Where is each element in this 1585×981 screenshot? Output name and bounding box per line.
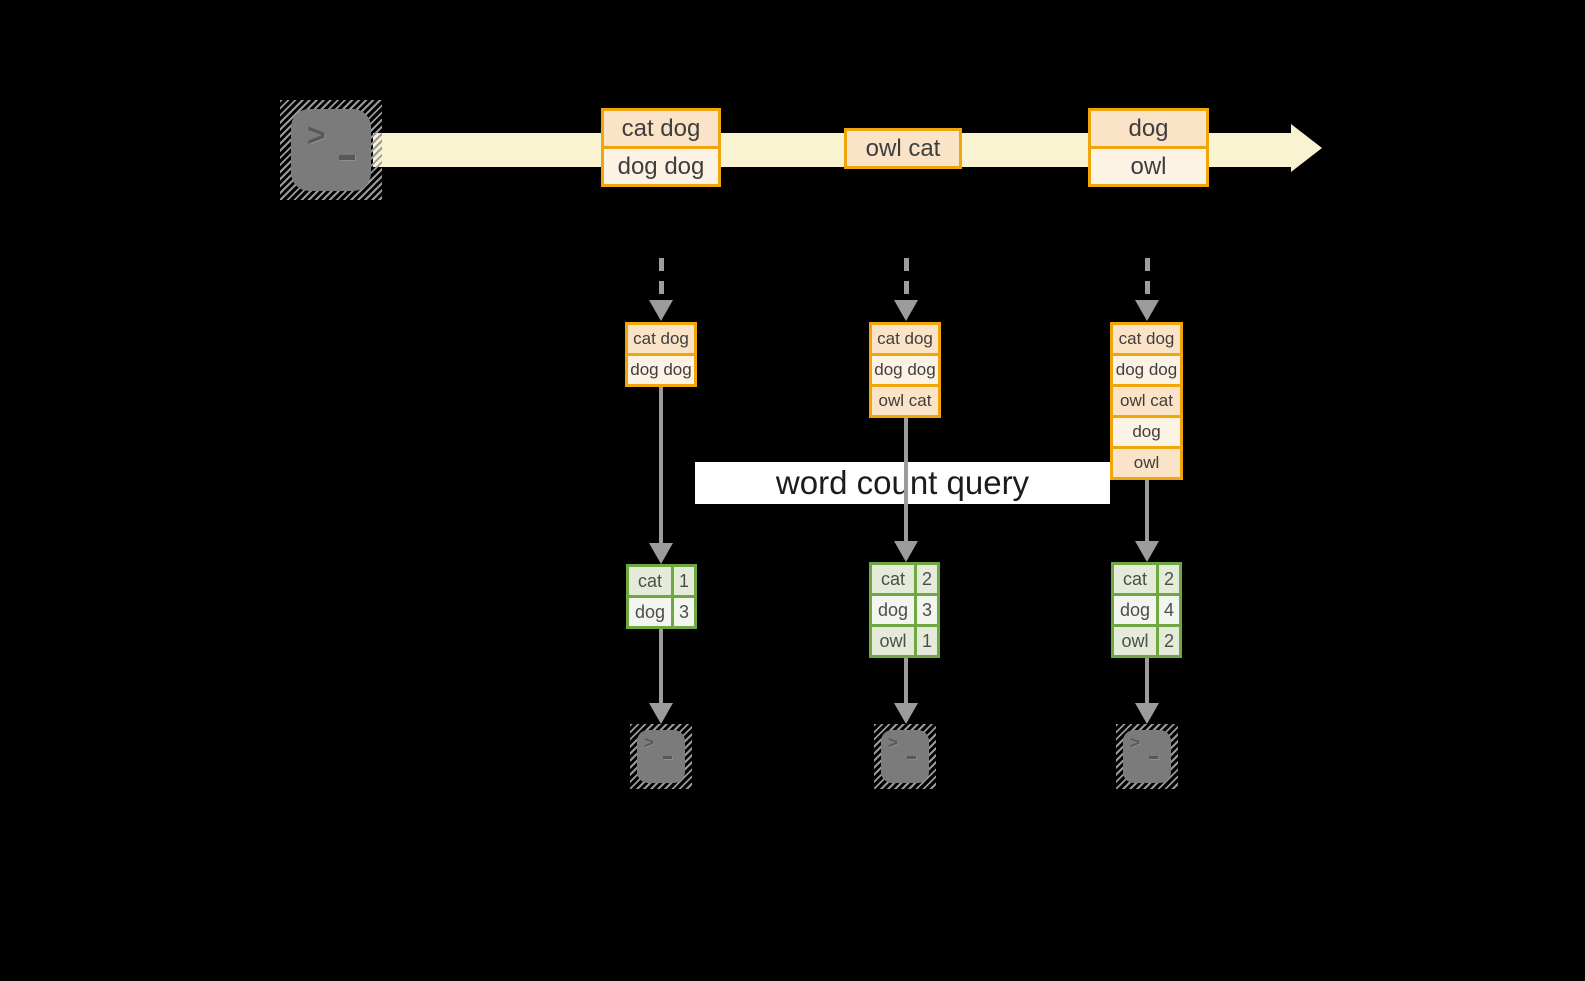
stream-record: owl cat <box>847 131 959 166</box>
count-value: 1 <box>674 567 694 595</box>
count-value: 2 <box>1159 565 1179 593</box>
prompt-cursor-icon <box>339 155 355 160</box>
stream-event-box-1: cat dog dog dog <box>601 108 721 187</box>
prompt-cursor-icon <box>907 756 916 759</box>
buffered-record: owl cat <box>872 387 938 415</box>
stream-record: owl <box>1091 149 1206 184</box>
buffered-record: dog dog <box>1113 356 1180 384</box>
buffered-record: cat dog <box>1113 325 1180 353</box>
buffered-records-2: cat dog dog dog owl cat <box>869 322 941 418</box>
count-value: 4 <box>1159 596 1179 624</box>
count-table-2: cat 2 dog 3 owl 1 <box>869 562 940 658</box>
stream-record: cat dog <box>604 111 718 146</box>
terminal-output-icon: > <box>874 724 936 789</box>
count-table-3: cat 2 dog 4 owl 2 <box>1111 562 1182 658</box>
query-banner: word count query <box>695 462 1110 504</box>
count-word: owl <box>872 627 914 655</box>
dashed-arrow-down-icon <box>649 258 673 321</box>
buffered-record: cat dog <box>872 325 938 353</box>
dashed-arrow-down-icon <box>1135 258 1159 321</box>
stream-event-box-2: owl cat <box>844 128 962 169</box>
arrow-down-icon <box>894 658 918 724</box>
count-value: 2 <box>917 565 937 593</box>
count-word: cat <box>1114 565 1156 593</box>
count-word: dog <box>872 596 914 624</box>
terminal-body: > <box>291 109 371 191</box>
buffered-record: dog <box>1113 418 1180 446</box>
stream-event-box-3: dog owl <box>1088 108 1209 187</box>
buffered-record: owl cat <box>1113 387 1180 415</box>
stream-record: dog dog <box>604 149 718 184</box>
terminal-output-icon: > <box>630 724 692 789</box>
terminal-body: > <box>881 730 929 783</box>
count-value: 2 <box>1159 627 1179 655</box>
arrow-down-icon <box>649 387 673 564</box>
buffered-records-1: cat dog dog dog <box>625 322 697 387</box>
prompt-cursor-icon <box>1149 756 1158 759</box>
prompt-chevron-icon: > <box>307 117 326 153</box>
terminal-source-icon: > <box>280 100 382 200</box>
dashed-arrow-down-icon <box>894 258 918 321</box>
count-value: 1 <box>917 627 937 655</box>
count-word: owl <box>1114 627 1156 655</box>
prompt-chevron-icon: > <box>1130 733 1140 752</box>
buffered-records-3: cat dog dog dog owl cat dog owl <box>1110 322 1183 480</box>
terminal-body: > <box>1123 730 1171 783</box>
count-word: dog <box>629 598 671 626</box>
buffered-record: cat dog <box>628 325 694 353</box>
buffered-record: owl <box>1113 449 1180 477</box>
count-word: dog <box>1114 596 1156 624</box>
count-word: cat <box>629 567 671 595</box>
arrow-down-icon <box>1135 480 1159 562</box>
arrow-down-icon <box>649 629 673 724</box>
stream-band-arrowhead-icon <box>1291 124 1322 172</box>
prompt-cursor-icon <box>663 756 672 759</box>
count-value: 3 <box>917 596 937 624</box>
terminal-output-icon: > <box>1116 724 1178 789</box>
count-word: cat <box>872 565 914 593</box>
prompt-chevron-icon: > <box>644 733 654 752</box>
arrow-down-icon <box>894 418 918 562</box>
terminal-body: > <box>637 730 685 783</box>
buffered-record: dog dog <box>872 356 938 384</box>
stream-record: dog <box>1091 111 1206 146</box>
count-table-1: cat 1 dog 3 <box>626 564 697 629</box>
count-value: 3 <box>674 598 694 626</box>
prompt-chevron-icon: > <box>888 733 898 752</box>
arrow-down-icon <box>1135 658 1159 724</box>
buffered-record: dog dog <box>628 356 694 384</box>
